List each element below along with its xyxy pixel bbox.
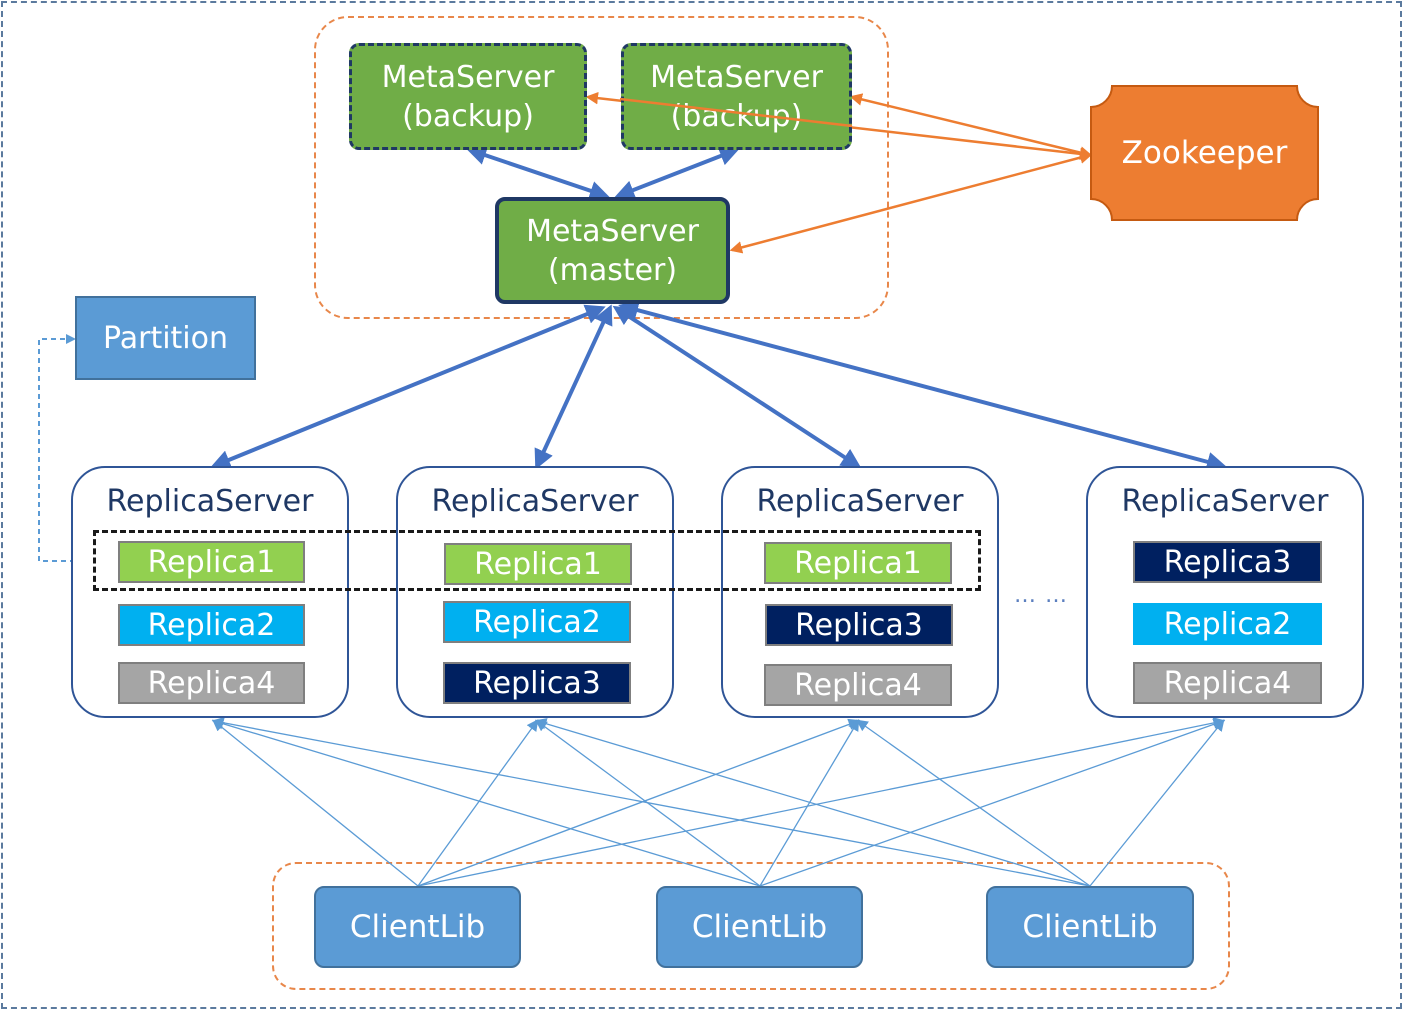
client-link	[211, 718, 761, 887]
replica3-block: Replica3	[765, 604, 953, 646]
replica-server-title: ReplicaServer	[106, 484, 314, 519]
replica2-block: Replica2	[1133, 603, 1322, 645]
replica-server-title: ReplicaServer	[431, 484, 639, 519]
client-link	[417, 718, 861, 887]
master-replica-link	[618, 300, 1227, 472]
client-link	[759, 718, 860, 887]
replica1-block: Replica1	[764, 542, 952, 584]
replica-server-title: ReplicaServer	[756, 484, 964, 519]
client-links	[211, 716, 1226, 887]
replica-server-2: ReplicaServer Replica1 Replica2 Replica3	[396, 466, 674, 718]
master-backup-link	[466, 145, 610, 201]
client-link	[856, 719, 1091, 887]
clientlib-1: ClientLib	[314, 886, 521, 968]
replica4-block: Replica4	[764, 664, 952, 706]
replica1-block: Replica1	[444, 543, 632, 585]
partition-box: Partition	[75, 296, 256, 380]
replica-server-1: ReplicaServer Replica1 Replica2 Replica4	[71, 466, 349, 718]
partition-connector	[38, 334, 93, 562]
partition-highlight	[93, 530, 981, 591]
zookeeper-link	[849, 93, 1093, 159]
client-link	[211, 716, 1091, 887]
client-link	[417, 717, 1226, 887]
client-group	[272, 862, 1230, 990]
clientlib-2: ClientLib	[656, 886, 863, 968]
zookeeper-label: Zookeeper	[1121, 134, 1288, 171]
replica3-block: Replica3	[443, 662, 631, 704]
replica4-block: Replica4	[118, 662, 305, 704]
replica1-block: Replica1	[118, 541, 305, 583]
zookeeper-link	[729, 151, 1093, 254]
metaserver-backup-right: MetaServer (backup)	[621, 43, 852, 150]
replica4-block: Replica4	[1133, 662, 1322, 704]
client-link	[534, 718, 1091, 887]
clientlib-3: ClientLib	[986, 886, 1194, 968]
master-replica-link	[210, 304, 606, 470]
metaserver-master: MetaServer (master)	[495, 197, 730, 304]
replica3-block: Replica3	[1133, 541, 1322, 583]
client-link	[212, 719, 419, 887]
client-link	[417, 719, 539, 887]
master-replica-link	[534, 304, 613, 470]
replica-server-3: ReplicaServer Replica1 Replica3 Replica4	[721, 466, 999, 718]
metaserver-backup-left: MetaServer (backup)	[349, 43, 587, 150]
zookeeper-shape	[1090, 85, 1319, 221]
replica-server-title: ReplicaServer	[1121, 484, 1329, 519]
master-backup-link	[614, 146, 740, 200]
more-servers-ellipsis: … …	[1014, 583, 1068, 608]
replica2-block: Replica2	[118, 604, 305, 646]
master-replica-link	[612, 305, 862, 469]
client-link	[1089, 719, 1225, 887]
replica-server-4: ReplicaServer Replica3 Replica2 Replica4	[1086, 466, 1364, 718]
replica2-block: Replica2	[443, 601, 631, 643]
client-link	[759, 718, 1226, 887]
